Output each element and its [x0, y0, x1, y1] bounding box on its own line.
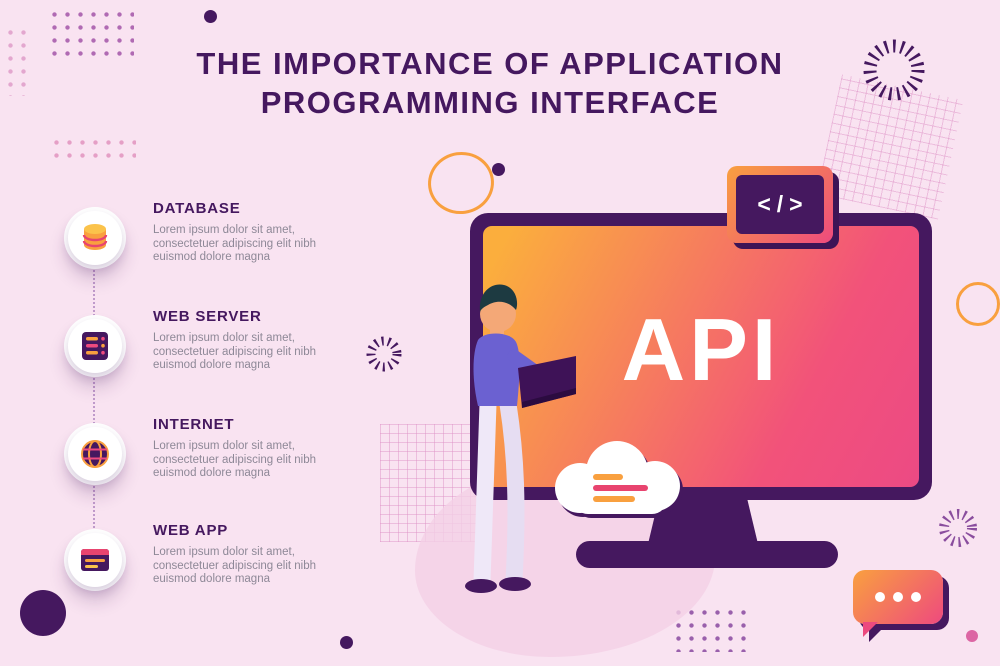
dot-bottom-right-pink — [966, 630, 978, 642]
shirt — [473, 333, 520, 406]
list-item-internet: INTERNET Lorem ipsum dolor sit amet, con… — [64, 416, 374, 485]
shoe-left — [465, 579, 497, 593]
api-text: API — [621, 299, 781, 399]
cloud-line-1 — [593, 474, 623, 480]
shoe-right — [499, 577, 531, 591]
dot-top-center — [204, 10, 217, 23]
monitor-frame: API — [470, 213, 932, 500]
item-label: DATABASE — [153, 200, 241, 217]
monitor-screen: API — [483, 226, 919, 487]
list-item-web-server: WEB SERVER Lorem ipsum dolor sit amet, c… — [64, 308, 374, 377]
person-with-laptop — [465, 284, 576, 593]
item-label: WEB SERVER — [153, 308, 262, 325]
item-description: Lorem ipsum dolor sit amet, consectetuer… — [153, 546, 317, 586]
dots-grid-left-edge — [4, 26, 28, 96]
list-item-database: DATABASE Lorem ipsum dolor sit amet, con… — [64, 200, 374, 269]
speech-bubble — [853, 570, 943, 642]
cloud-icon — [555, 441, 680, 514]
internet-icon — [64, 423, 126, 485]
code-badge: </> — [727, 166, 833, 243]
database-icon — [64, 207, 126, 269]
monitor-stand-base — [576, 541, 838, 568]
page-title: THE IMPORTANCE OF APPLICATION PROGRAMMIN… — [60, 44, 920, 122]
speech-dot — [911, 592, 921, 602]
starburst-icon-left-of-monitor — [366, 336, 402, 372]
item-description: Lorem ipsum dolor sit amet, consectetuer… — [153, 332, 317, 372]
cloud-line-2 — [593, 485, 648, 491]
page-title-line1: THE IMPORTANCE OF APPLICATION — [196, 46, 784, 81]
web-server-icon — [64, 315, 126, 377]
speech-dot — [893, 592, 903, 602]
dot-bottom-left-large — [20, 590, 66, 636]
starburst-icon-bottom-right — [939, 509, 977, 547]
list-item-web-app: WEB APP Lorem ipsum dolor sit amet, cons… — [64, 522, 374, 591]
speech-dot — [875, 592, 885, 602]
dot-bottom-center — [340, 636, 353, 649]
dots-grid-left-mid — [50, 136, 136, 166]
code-badge-inner: </> — [736, 175, 824, 234]
web-app-icon — [64, 529, 126, 591]
head — [480, 296, 516, 332]
item-description: Lorem ipsum dolor sit amet, consectetuer… — [153, 440, 317, 480]
circle-outline-right — [956, 282, 1000, 326]
item-description: Lorem ipsum dolor sit amet, consectetuer… — [153, 224, 317, 264]
dots-grid-top-left — [48, 8, 134, 64]
item-label: WEB APP — [153, 522, 229, 539]
monitor-illustration: API — [470, 213, 932, 573]
code-icon: </> — [757, 191, 809, 217]
starburst-icon-top-right — [863, 39, 925, 101]
cloud-line-3 — [593, 496, 635, 502]
dot-near-ellipse — [492, 163, 505, 176]
circle-outline-top — [424, 147, 498, 219]
page-title-line2: PROGRAMMING INTERFACE — [260, 85, 720, 120]
item-label: INTERNET — [153, 416, 235, 433]
timeline-connector — [93, 245, 95, 560]
hair — [479, 284, 518, 312]
